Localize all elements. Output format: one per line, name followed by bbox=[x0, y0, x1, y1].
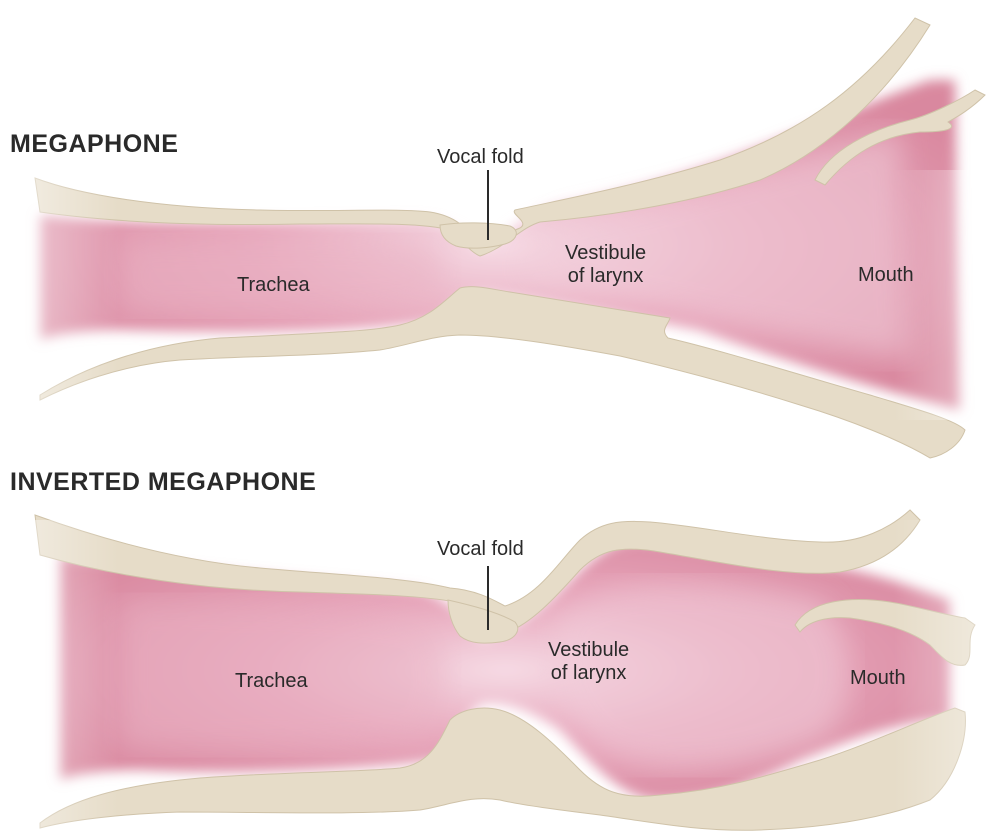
megaphone-vestibule-line2: of larynx bbox=[565, 265, 646, 288]
megaphone-title: MEGAPHONE bbox=[10, 130, 178, 159]
inverted-vestibule-line1: Vestibule bbox=[548, 639, 629, 662]
megaphone-vocal-fold-label: Vocal fold bbox=[437, 146, 524, 169]
megaphone-vestibule-label: Vestibule of larynx bbox=[565, 242, 646, 288]
inverted-trachea-label: Trachea bbox=[235, 670, 308, 693]
inverted-vocal-fold-label: Vocal fold bbox=[437, 538, 524, 561]
megaphone-trachea-label: Trachea bbox=[237, 274, 310, 297]
inverted-megaphone-title: INVERTED MEGAPHONE bbox=[10, 468, 316, 497]
megaphone-diagram bbox=[0, 18, 993, 458]
megaphone-vestibule-line1: Vestibule bbox=[565, 242, 646, 265]
inverted-vestibule-line2: of larynx bbox=[548, 662, 629, 685]
inverted-mouth-label: Mouth bbox=[850, 667, 906, 690]
inverted-vestibule-label: Vestibule of larynx bbox=[548, 639, 629, 685]
megaphone-mouth-label: Mouth bbox=[858, 264, 914, 287]
